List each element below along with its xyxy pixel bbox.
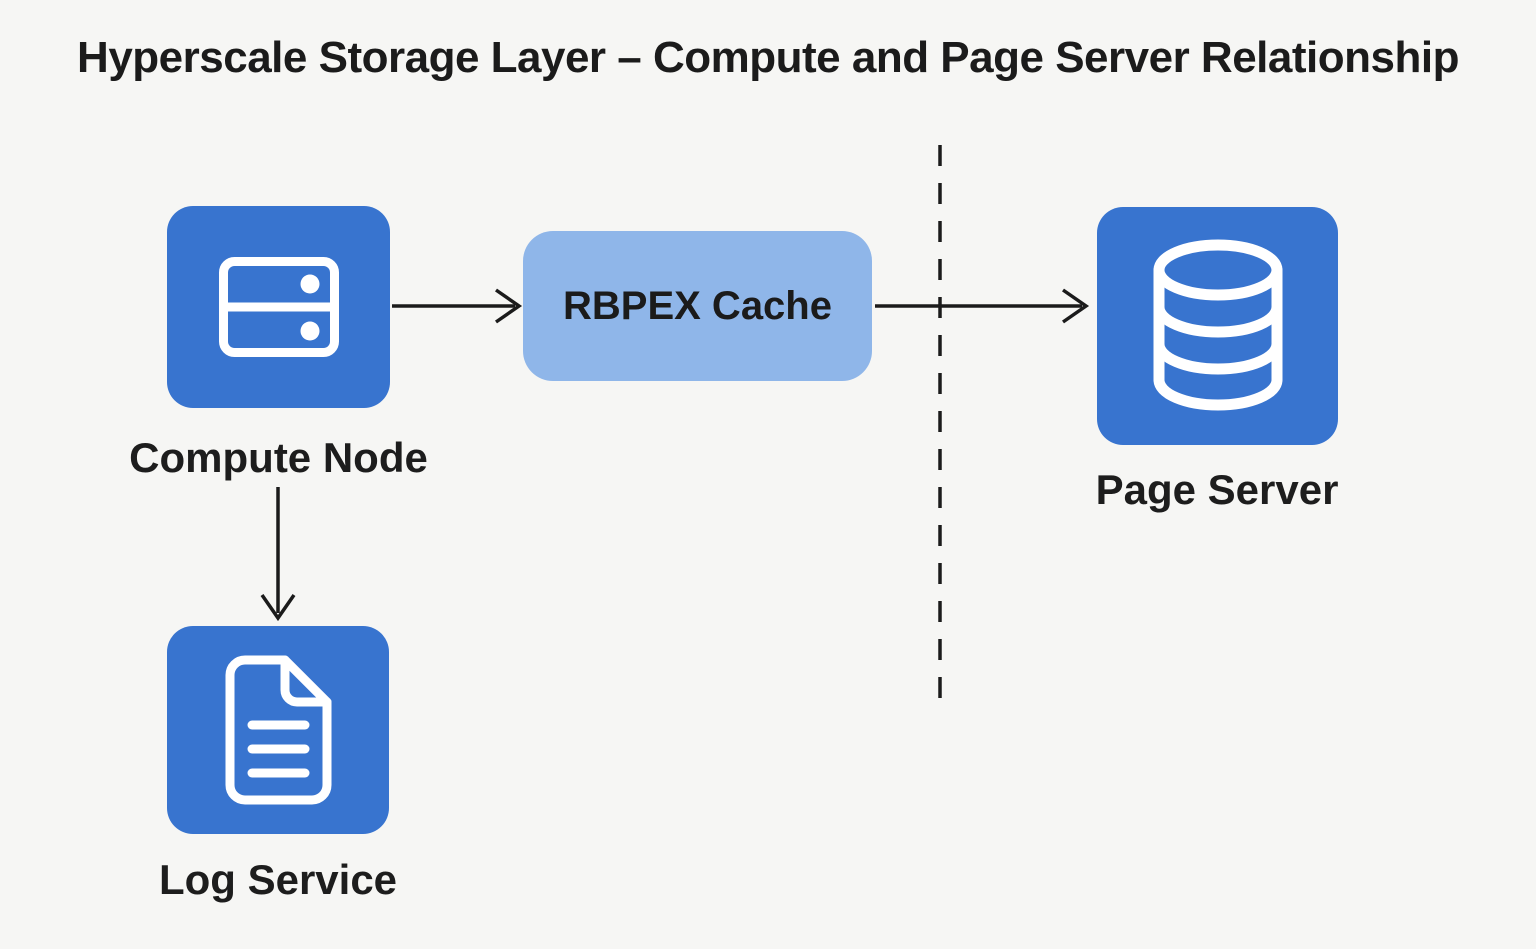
arrowhead-right-icon	[495, 288, 523, 324]
arrow-compute-to-logservice	[260, 487, 296, 622]
document-icon	[219, 655, 337, 805]
server-icon	[218, 256, 340, 358]
diagram-title: Hyperscale Storage Layer – Compute and P…	[77, 33, 1459, 82]
arrowhead-right-icon	[1062, 288, 1090, 324]
compute-node-label: Compute Node	[129, 434, 428, 481]
compute-node-box	[167, 206, 390, 408]
log-service-label: Log Service	[158, 856, 398, 903]
page-server-label: Page Server	[1095, 466, 1339, 513]
page-server-box	[1097, 207, 1338, 445]
arrowhead-down-icon	[260, 594, 296, 622]
arrow-compute-to-cache	[392, 288, 523, 324]
rbpex-cache-box: RBPEX Cache	[523, 231, 872, 381]
database-icon	[1147, 238, 1289, 414]
arrow-cache-to-pageserver	[875, 288, 1090, 324]
log-service-box	[167, 626, 389, 834]
rbpex-cache-label: RBPEX Cache	[563, 283, 832, 328]
